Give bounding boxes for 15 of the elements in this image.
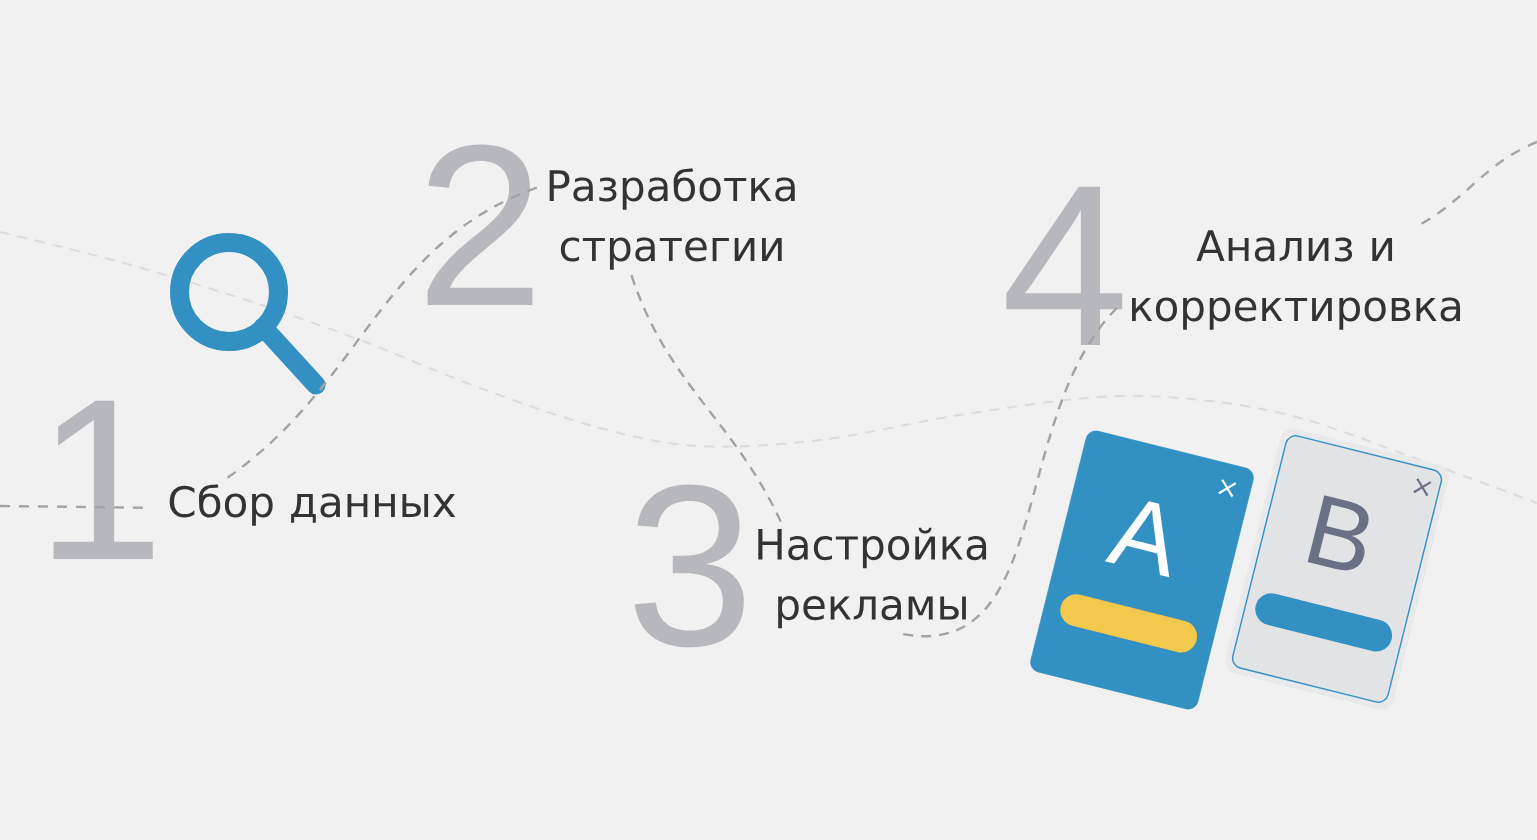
step-text: Разработка стратегии <box>549 168 795 270</box>
dashed-path <box>903 307 1118 637</box>
dashed-path <box>1420 140 1537 225</box>
step-text: Настройка рекламы <box>758 527 987 629</box>
step-number: 2 <box>427 144 533 305</box>
dashed-path <box>226 186 538 479</box>
step-text: Анализ и корректировка <box>1132 230 1460 330</box>
letter-label: A <box>1104 501 1170 578</box>
step-number: 1 <box>53 400 153 559</box>
letter-label: B <box>1307 495 1369 571</box>
dashed-path <box>0 504 143 509</box>
step-number: 4 <box>1006 186 1123 345</box>
step-text: Сбор данных <box>169 484 456 526</box>
step-number: 3 <box>634 484 744 648</box>
dashed-path <box>630 274 782 523</box>
